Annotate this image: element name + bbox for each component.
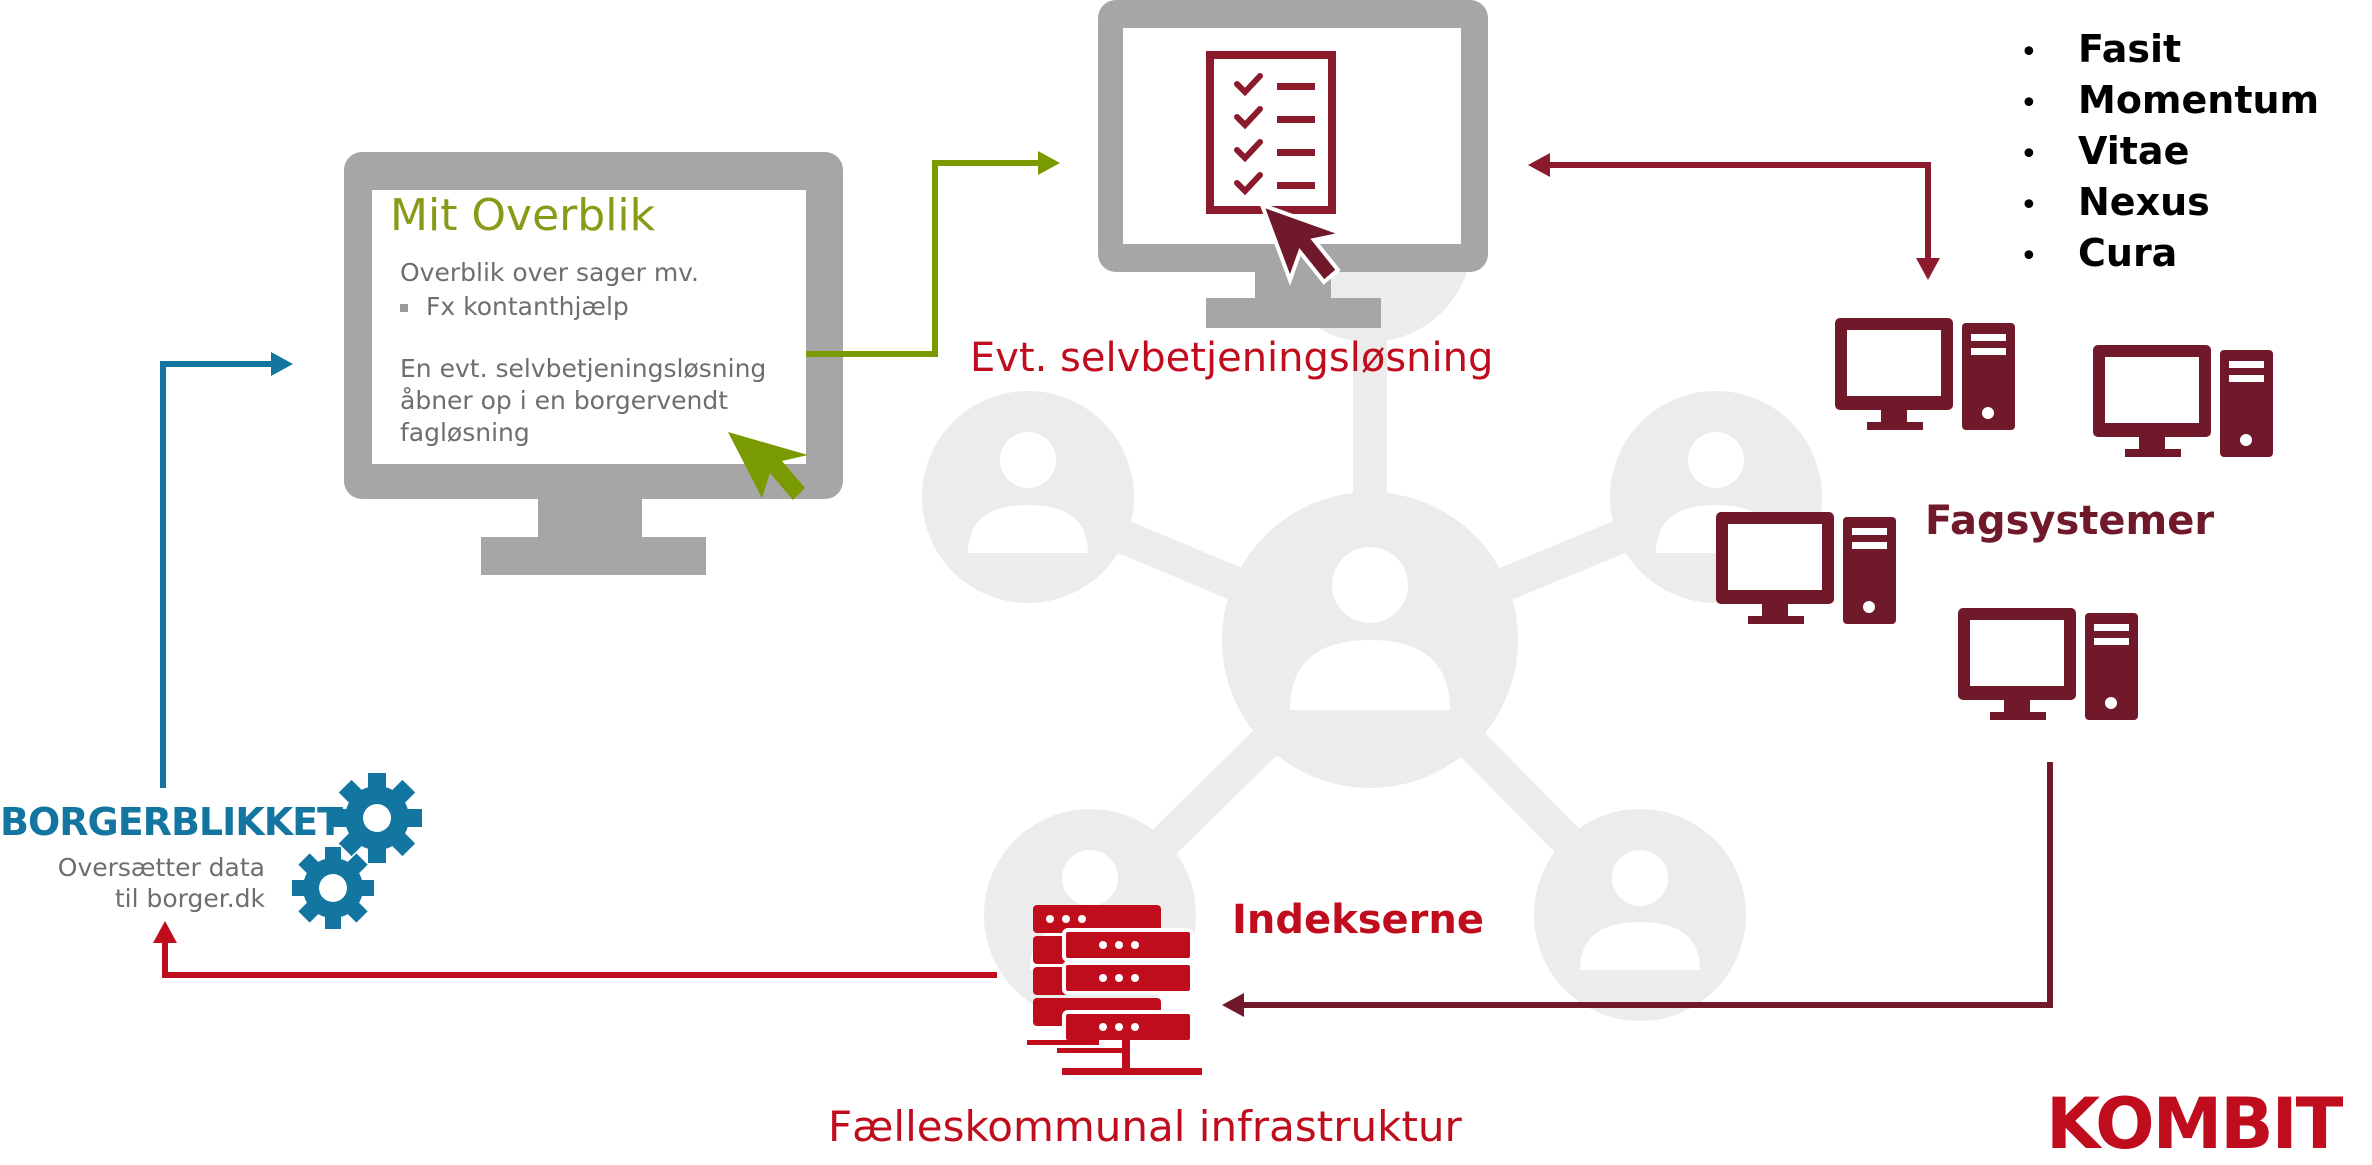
server-icon	[1027, 905, 1202, 1075]
darkred-arrow-selv-fag	[1528, 153, 1940, 280]
person-icon-center	[1290, 547, 1450, 710]
blue-arrow	[160, 352, 293, 788]
mit-overblik-title: Mit Overblik	[390, 190, 656, 241]
darkred-arrow-to-indekserne	[1222, 762, 2053, 1017]
fagsystem-list-item: • Fasit	[2020, 24, 2319, 75]
mit-overblik-monitor-icon	[344, 152, 843, 575]
fagsystem-name: Nexus	[2078, 180, 2210, 224]
mit-overblik-line3: åbner op i en borgervendt	[400, 386, 729, 415]
computer-icon-4	[1958, 608, 2138, 720]
mit-overblik-line4: fagløsning	[400, 418, 530, 447]
computer-icon-2	[2093, 345, 2273, 457]
fagsystemer-label: Fagsystemer	[1925, 498, 2215, 544]
computer-icon-1	[1835, 318, 2015, 430]
mit-overblik-bullet: Fx kontanthjælp	[400, 292, 629, 321]
fagsystem-list: • Fasit • Momentum • Vitae • Nexus • Cura	[2020, 24, 2319, 279]
gear-icon	[292, 773, 422, 929]
fagsystem-name: Vitae	[2078, 129, 2190, 173]
infrastruktur-label: Fælleskommunal infrastruktur	[828, 1102, 1462, 1151]
selvbetjening-label: Evt. selvbetjeningsløsning	[970, 335, 1494, 381]
mit-overblik-line1: Overblik over sager mv.	[400, 258, 699, 287]
fagsystem-name: Cura	[2078, 231, 2178, 275]
bullet-icon: •	[2020, 137, 2038, 172]
red-cursor-icon	[1258, 201, 1351, 286]
person-icons	[968, 432, 1776, 970]
fagsystem-list-item: • Cura	[2020, 228, 2319, 279]
bullet-icon: •	[2020, 239, 2038, 274]
bullet-icon: •	[2020, 86, 2038, 121]
mit-overblik-line2: En evt. selvbetjeningsløsning	[400, 354, 767, 383]
bullet-icon: •	[2020, 35, 2038, 70]
green-cursor-icon	[728, 432, 808, 500]
fagsystem-name: Fasit	[2078, 27, 2182, 71]
checklist-icon	[1206, 51, 1336, 214]
borgerblikket-sub2: til borger.dk	[114, 884, 265, 913]
fagsystem-list-item: • Nexus	[2020, 177, 2319, 228]
fagsystem-list-item: • Momentum	[2020, 75, 2319, 126]
red-arrow-to-borgerblikket	[153, 921, 997, 978]
borgerblikket-title: BORGERBLIKKET	[0, 800, 343, 844]
fagsystem-name: Momentum	[2078, 78, 2320, 122]
indekserne-label: Indekserne	[1232, 897, 1484, 943]
green-arrow	[806, 151, 1060, 357]
mit-overblik-bullet-text: Fx kontanthjælp	[426, 292, 629, 321]
bullet-icon: •	[2020, 188, 2038, 223]
person-icon-bottom-right	[1580, 850, 1700, 970]
computer-icon-3	[1716, 512, 1896, 624]
bullet-icon	[400, 304, 408, 312]
kombit-logo: KOMBIT	[2046, 1083, 2343, 1165]
fagsystem-list-item: • Vitae	[2020, 126, 2319, 177]
person-icon-left	[968, 432, 1088, 553]
computer-icons	[1716, 318, 2273, 720]
borgerblikket-sub1: Oversætter data	[57, 853, 265, 882]
